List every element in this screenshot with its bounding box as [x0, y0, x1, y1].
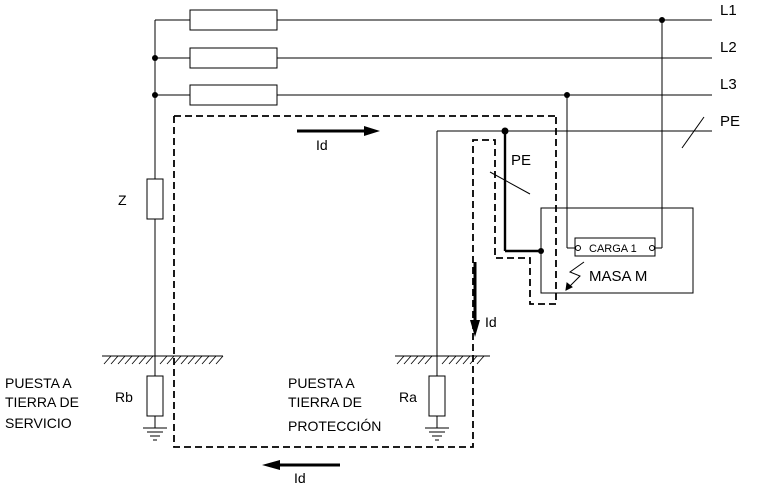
junction-dot [564, 92, 570, 98]
label-ra: Ra [399, 389, 417, 405]
load-box [574, 237, 656, 257]
protection-ground-line2: TIERRA DE [288, 394, 362, 410]
l2-resistor [189, 47, 278, 69]
label-mass: MASA M [589, 268, 647, 285]
junction-dot [659, 17, 665, 23]
pe-tick [681, 116, 705, 149]
label-current-top: Id [316, 137, 328, 153]
l1-resistor [189, 9, 278, 31]
label-current-right: Id [485, 314, 497, 330]
protection-ground-line1: PUESTA A [288, 375, 355, 391]
junction-dot [152, 92, 158, 98]
load-terminal [575, 245, 581, 251]
current-arrow-right [470, 262, 480, 337]
current-arrow-top [297, 126, 380, 136]
junction-dot [152, 55, 158, 61]
pe-label-leader [489, 171, 531, 195]
resistor-rb [146, 375, 164, 417]
protection-ground-line3: PROTECCIÓN [288, 418, 381, 434]
label-pe-line: PE [720, 113, 740, 130]
junction-dot [501, 127, 509, 135]
current-arrow-bottom [262, 460, 340, 470]
phase-lines [155, 19, 712, 149]
impedance-z [146, 178, 164, 220]
label-impedance: Z [118, 192, 127, 208]
l3-resistor [189, 84, 278, 106]
service-ground-line3: SERVICIO [5, 415, 72, 431]
label-pe-conductor: PE [511, 152, 531, 169]
service-ground-line2: TIERRA DE [5, 394, 79, 410]
junction-dot [538, 248, 544, 254]
load-terminal [649, 245, 655, 251]
label-load: CARGA 1 [589, 243, 637, 255]
resistor-ra [428, 375, 446, 417]
service-ground [102, 355, 224, 441]
label-current-bottom: Id [294, 470, 306, 486]
protection-ground [395, 131, 490, 441]
fault-current-loop [173, 116, 557, 448]
fault-spark-icon [565, 261, 585, 291]
label-l3: L3 [720, 76, 737, 93]
service-ground-line1: PUESTA A [5, 375, 72, 391]
label-l1: L1 [720, 2, 737, 19]
label-rb: Rb [115, 389, 133, 405]
label-l2: L2 [720, 39, 737, 56]
